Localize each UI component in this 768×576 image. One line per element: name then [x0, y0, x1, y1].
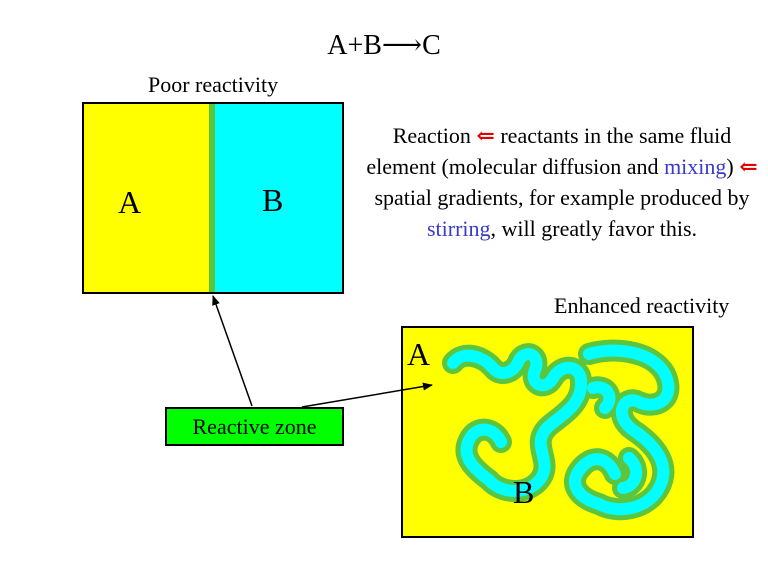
species-b-streak	[460, 423, 507, 486]
implied-by-arrow-icon: ⇐	[739, 154, 758, 179]
poor-reactivity-label: Poor reactivity	[148, 72, 279, 97]
mixing-term: mixing	[664, 154, 727, 179]
species-a-region	[84, 104, 212, 292]
description-text: Reaction ⇐ reactants in the same fluid e…	[362, 120, 762, 244]
desc-part-1: Reaction	[392, 123, 477, 148]
stirring-term: stirring	[426, 216, 491, 241]
arrow-to-interface	[212, 295, 253, 407]
desc-part-3: )	[726, 154, 740, 179]
reactive-zone-label: Reactive zone	[165, 407, 344, 446]
species-b-letter: B	[513, 474, 535, 510]
species-b-streak	[447, 348, 587, 392]
unmixed-panel: A B	[82, 102, 344, 294]
reaction-equation: A+B⟶C	[327, 30, 441, 61]
species-b-streak	[587, 381, 616, 414]
desc-part-2: reactants in the same fluid element (mol…	[366, 123, 732, 179]
species-b-streak	[583, 344, 675, 516]
arrow-to-stirred-region	[301, 382, 433, 408]
desc-part-4: spatial gradients, for example produced …	[374, 185, 750, 210]
enhanced-reactivity-label: Enhanced reactivity	[554, 293, 730, 318]
species-b-streak	[617, 452, 643, 494]
species-a-letter: A	[118, 184, 142, 220]
species-b-region	[212, 104, 342, 292]
implied-by-arrow-icon: ⇐	[476, 123, 495, 148]
stirred-mixture-pattern	[442, 339, 680, 521]
desc-part-5: , will greatly favor this.	[490, 216, 698, 241]
stirred-panel: A B	[401, 326, 694, 538]
species-b-streak	[569, 453, 621, 510]
species-a-letter: A	[407, 336, 431, 372]
reactive-interface	[209, 104, 215, 292]
species-b-letter: B	[262, 182, 284, 218]
species-b-streak	[483, 374, 588, 497]
